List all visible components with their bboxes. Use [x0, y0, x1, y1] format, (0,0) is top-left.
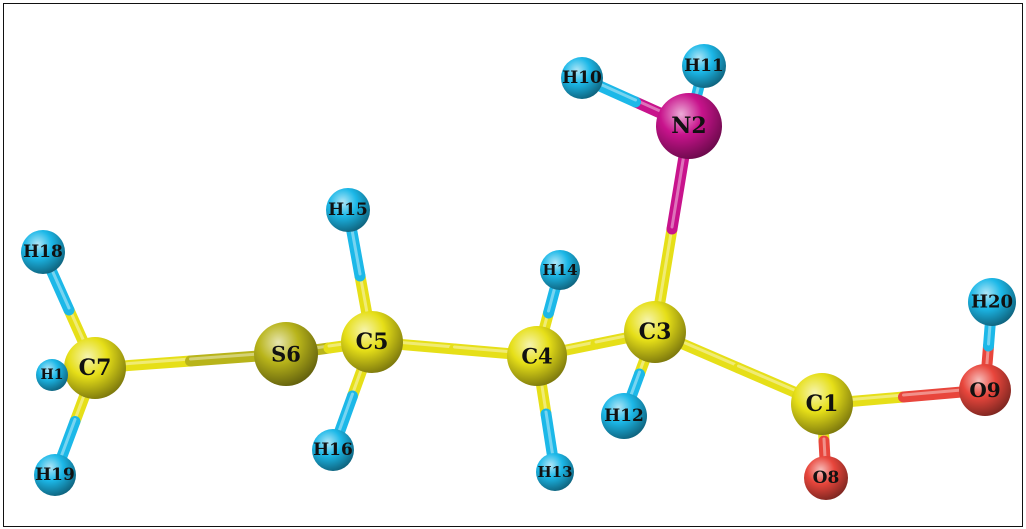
atom-label: S6 [271, 342, 301, 367]
atom-sphere [536, 453, 574, 491]
atom-h15: H15 [326, 188, 370, 232]
atom-label: H13 [537, 463, 572, 481]
atom-o9: O9 [959, 364, 1011, 416]
atom-label: C5 [356, 329, 389, 355]
atom-c7: C7 [64, 337, 126, 399]
atom-sphere [540, 250, 580, 290]
atom-c1: C1 [791, 373, 853, 435]
atom-c3: C3 [624, 301, 686, 363]
atom-sphere [507, 326, 567, 386]
atom-c4: C4 [507, 326, 567, 386]
atom-h17: H1 [36, 359, 68, 391]
atom-sphere [561, 57, 603, 99]
atom-sphere [624, 301, 686, 363]
atom-label: O8 [813, 468, 840, 488]
atom-label: H1 [41, 367, 64, 383]
atom-label: N2 [671, 113, 706, 139]
atom-sphere [341, 311, 403, 373]
atom-s6: S6 [254, 322, 318, 386]
atom-h13: H13 [536, 453, 574, 491]
atom-label: H14 [542, 261, 577, 279]
atom-sphere [959, 364, 1011, 416]
atom-h11: H11 [682, 44, 726, 88]
atom-label: C3 [639, 319, 672, 345]
atom-label: H10 [562, 68, 602, 88]
atom-label: H15 [328, 200, 368, 220]
atom-h20: H20 [968, 278, 1016, 326]
atom-sphere [601, 393, 647, 439]
atoms-layer: C1N2C3C4C5S6C7O8O9H10H11H12H13H14H15H16H… [21, 44, 1016, 500]
atom-o8: O8 [804, 456, 848, 500]
atom-h16: H16 [312, 429, 354, 471]
atom-label: H20 [971, 292, 1013, 313]
atom-h12: H12 [601, 393, 647, 439]
image-frame [3, 3, 1023, 527]
atom-h19: H19 [34, 454, 76, 496]
atom-sphere [21, 230, 65, 274]
atom-sphere [682, 44, 726, 88]
atom-label: H19 [35, 465, 75, 485]
atom-label: O9 [969, 378, 1000, 402]
atom-sphere [254, 322, 318, 386]
atom-h18: H18 [21, 230, 65, 274]
atom-label: H16 [313, 440, 353, 460]
atom-label: H11 [684, 56, 724, 76]
atom-sphere [656, 93, 722, 159]
atom-label: C4 [521, 344, 552, 369]
atom-sphere [312, 429, 354, 471]
atom-n2: N2 [656, 93, 722, 159]
atom-sphere [36, 359, 68, 391]
atom-h14: H14 [540, 250, 580, 290]
atom-label: C7 [79, 355, 112, 381]
atom-sphere [326, 188, 370, 232]
atom-h10: H10 [561, 57, 603, 99]
atom-sphere [34, 454, 76, 496]
atom-label: H12 [604, 406, 644, 426]
atom-sphere [791, 373, 853, 435]
atom-label: H18 [23, 242, 63, 262]
atom-sphere [64, 337, 126, 399]
atom-sphere [968, 278, 1016, 326]
atom-sphere [804, 456, 848, 500]
atom-label: C1 [806, 391, 839, 417]
atom-c5: C5 [341, 311, 403, 373]
